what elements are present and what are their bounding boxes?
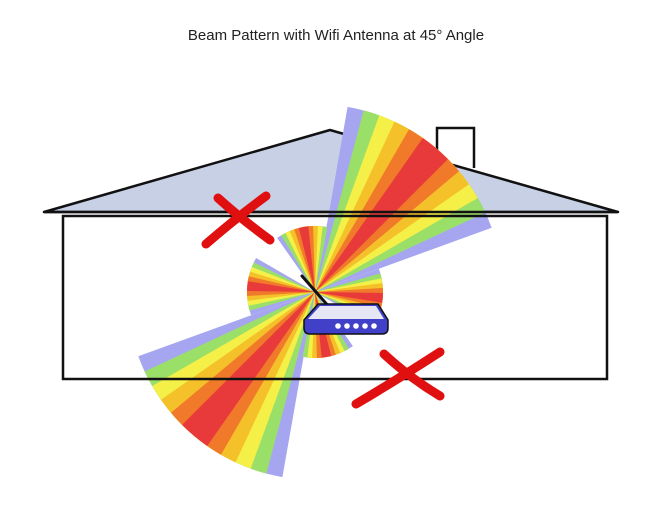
beam-lobe-top-small: [277, 225, 333, 292]
red-x-top-stroke-2: [201, 191, 271, 249]
diagram-title: Beam Pattern with Wifi Antenna at 45° An…: [187, 27, 485, 44]
red-x-bottom-stroke-1: [379, 349, 445, 401]
beam-lobe-left-small-band-1: [247, 281, 315, 292]
red-x-bottom-stroke-2: [351, 347, 445, 409]
beam-lobe-upper-right: [315, 106, 492, 293]
router-led: [335, 323, 341, 329]
beam-lobe-lower-left-band-1: [182, 292, 315, 446]
router-antenna: [300, 274, 332, 310]
router-led: [353, 323, 359, 329]
beam-lobe-left-small: [246, 258, 315, 316]
router-leds: [335, 323, 377, 329]
router-led: [344, 323, 350, 329]
house-roof: [42, 128, 620, 214]
beam-lobe-lower-left: [138, 292, 315, 478]
router-top: [308, 306, 384, 319]
router-led: [362, 323, 368, 329]
red-x-icon: [201, 191, 275, 249]
beam-lobe-right-small-band-1: [315, 292, 383, 303]
beam-lobe-top-small-band-1: [298, 226, 315, 292]
wifi-router-icon: [300, 274, 389, 335]
router-led: [371, 323, 377, 329]
house-chimney: [435, 126, 476, 168]
house-walls: [61, 214, 609, 381]
red-x-icon: [351, 347, 445, 409]
